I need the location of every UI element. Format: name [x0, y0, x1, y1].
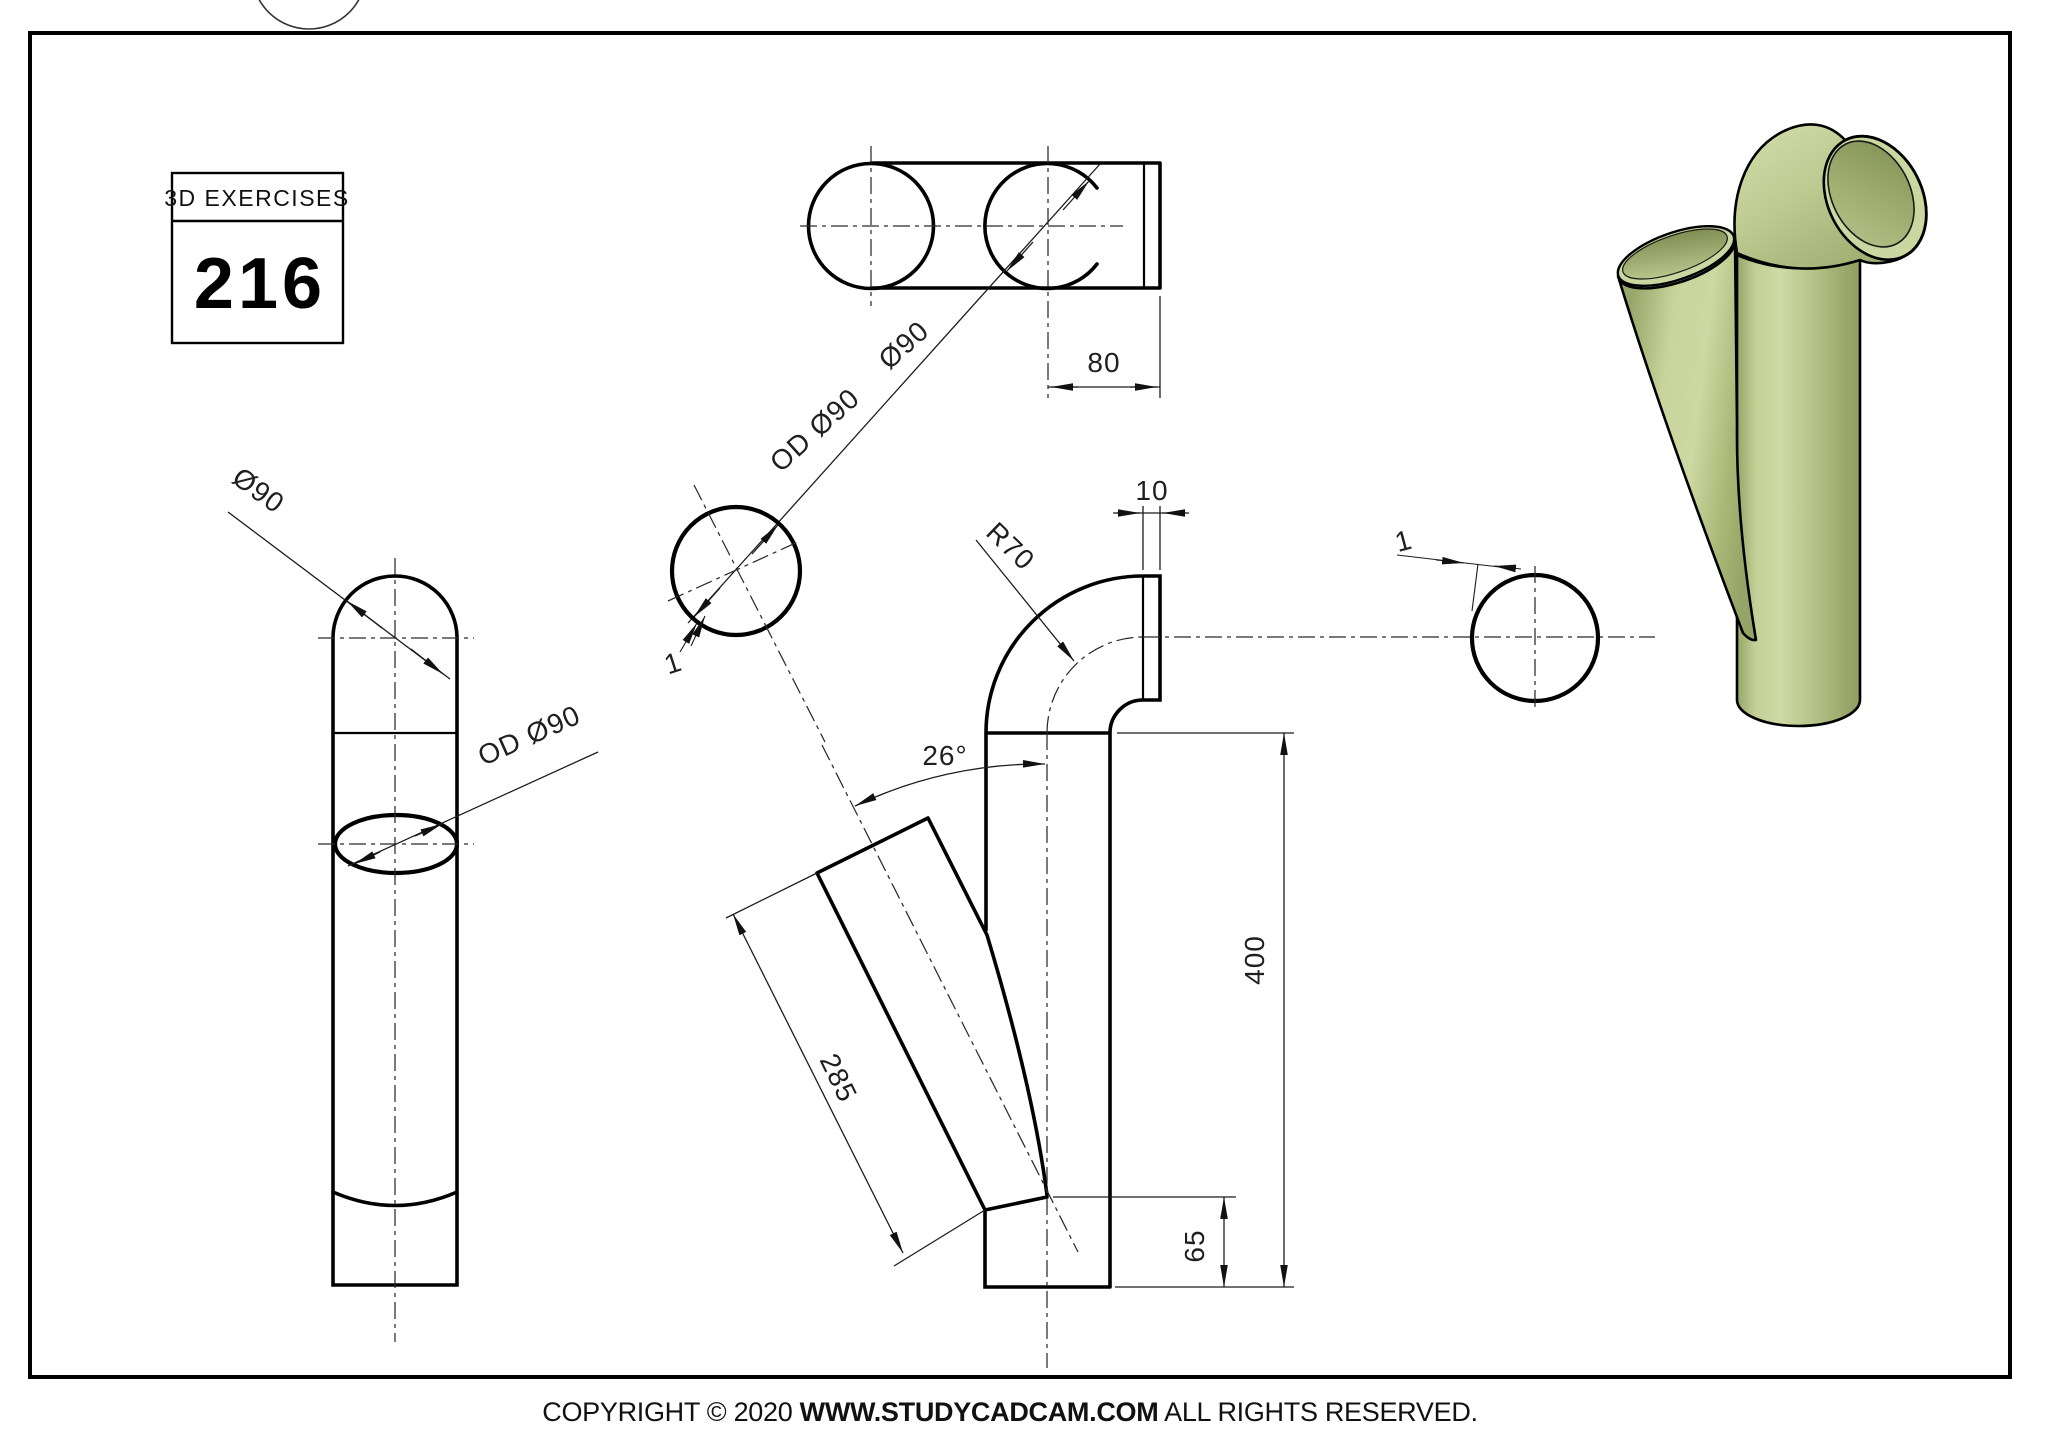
callout-side-wall: 1: [1392, 524, 1522, 612]
model-elbow-opening-bore: [1827, 140, 1915, 248]
dim-label-top-offset: 80: [1087, 347, 1120, 378]
dim-label-branch-angle: 26°: [922, 740, 967, 771]
dim-branch-angle: 26°: [854, 740, 1046, 807]
exercise-box: 3D EXERCISES 216: [164, 171, 349, 345]
copyright-suffix: ALL RIGHTS RESERVED.: [1158, 1397, 1477, 1427]
dim-stub-length: 10: [1113, 475, 1189, 570]
exercise-number: 216: [194, 244, 326, 324]
page-border: [28, 31, 2012, 1379]
dim-label-stub-length: 10: [1135, 475, 1168, 506]
exercise-box-frame: [170, 171, 345, 345]
side-view-outline: [331, 574, 459, 1287]
dim-top-offset: 80: [1048, 296, 1161, 398]
aux-branch-centerlines: [667, 484, 826, 743]
dim-label-branch-tip-height: 65: [1179, 1229, 1210, 1262]
model-3d: [1616, 123, 1928, 728]
top-view-centerlines: [800, 146, 1123, 398]
front-view-centerlines: [821, 636, 1655, 1368]
model-main-tube: [1735, 253, 1862, 728]
binder-hole-arc: [258, 0, 360, 30]
side-view-bottom-back-edge: [331, 1190, 459, 1208]
model-branch-opening-bore: [1622, 228, 1728, 280]
copyright-footer: COPYRIGHT © 2020 WWW.STUDYCADCAM.COM ALL…: [542, 1397, 1477, 1427]
dim-label-overall-height: 400: [1239, 935, 1270, 985]
aux-branch-circle: [669, 504, 803, 638]
copyright-prefix: COPYRIGHT © 2020: [542, 1397, 799, 1427]
copyright-website: WWW.STUDYCADCAM.COM: [800, 1397, 1159, 1427]
dim-branch-tip-height: 65: [1053, 1196, 1236, 1287]
model-branch-tube: [1616, 238, 1758, 642]
dim-overall-height: 400: [1115, 732, 1294, 1288]
exercise-series-label: 3D EXERCISES: [164, 185, 349, 211]
right-view: 1: [1392, 524, 1601, 712]
top-view-outline: [869, 161, 1162, 290]
top-view-bend-circle: [983, 161, 1099, 291]
